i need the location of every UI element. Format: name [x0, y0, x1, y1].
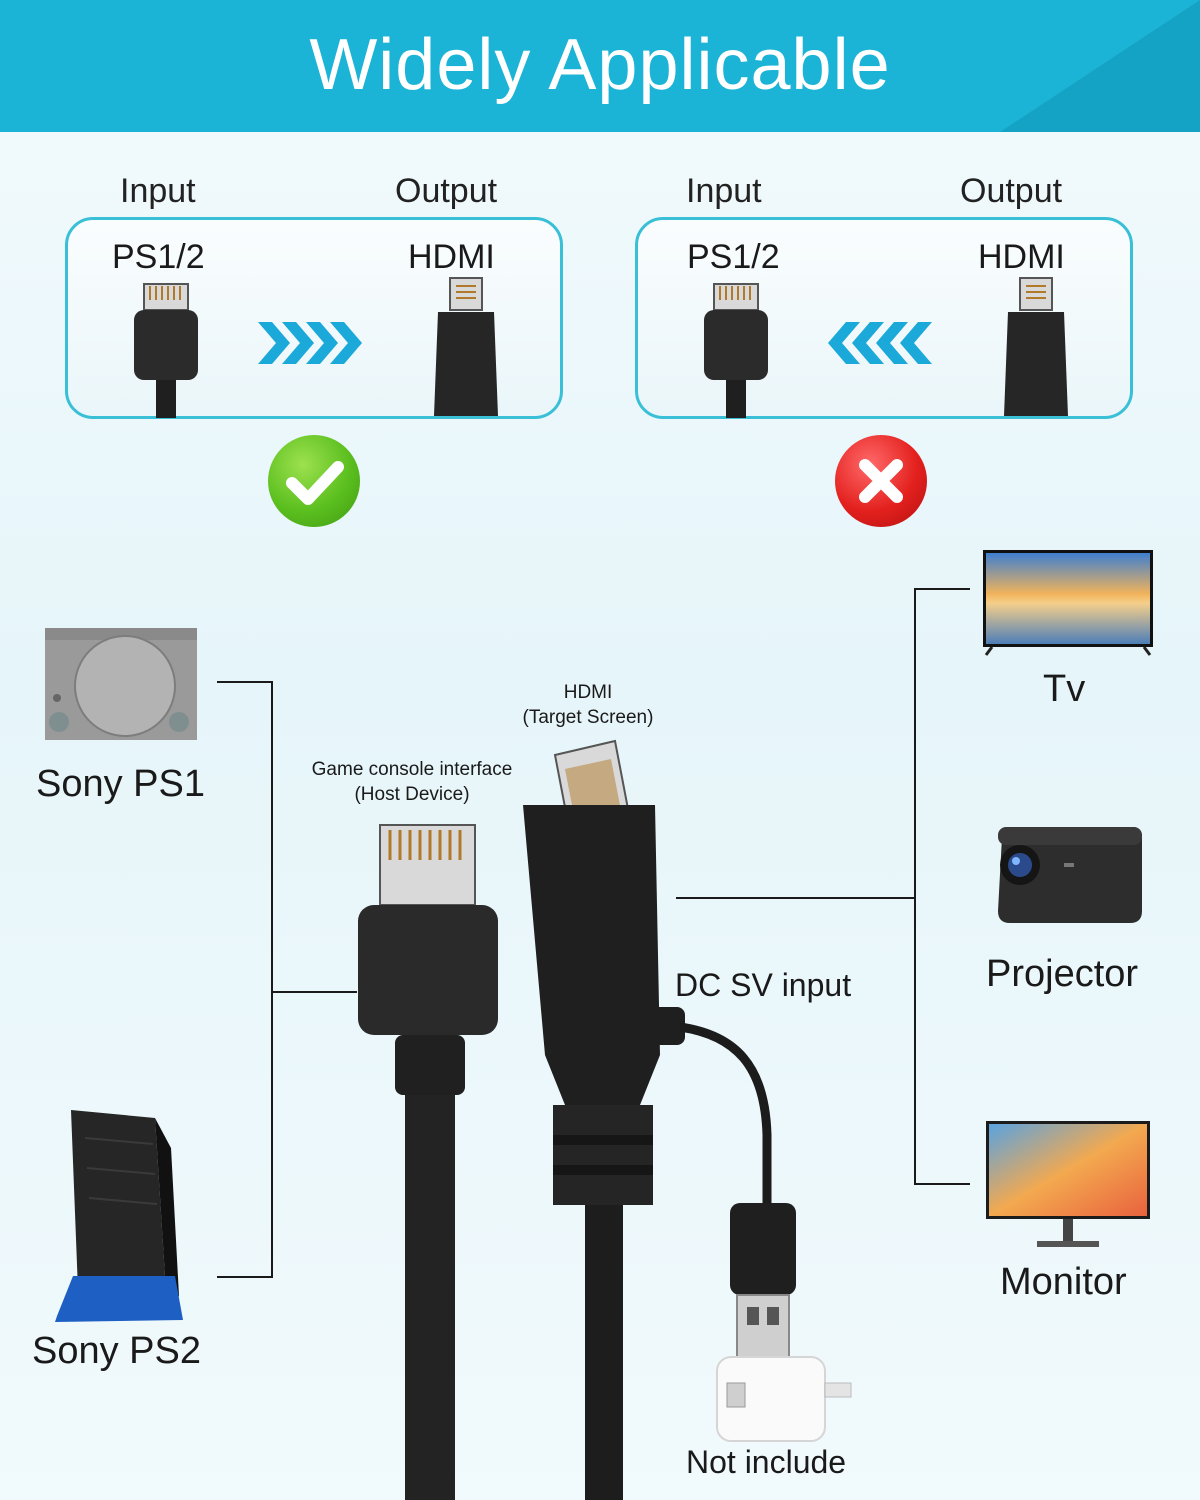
connector-line	[914, 588, 916, 1185]
monitor-icon	[986, 1121, 1150, 1247]
hdmi-connector-icon	[434, 277, 498, 416]
adapter-note: Not include	[686, 1444, 847, 1480]
console-interface-label: Game console interface (Host Device)	[296, 757, 528, 807]
panel-1-input-port: PS1/2	[112, 238, 205, 276]
supported-check-icon	[268, 435, 360, 527]
hdmi-sublabel-text: (Target Screen)	[522, 707, 654, 728]
projector-label: Projector	[986, 953, 1139, 995]
panel-1-output-port: HDMI	[408, 238, 495, 276]
panel-2-input-caption: Input	[686, 172, 762, 210]
ps-connector-icon	[704, 283, 768, 418]
bracket-line	[217, 681, 273, 683]
ps2-label: Sony PS2	[32, 1330, 201, 1372]
connector-line	[914, 588, 970, 590]
ps1-label: Sony PS1	[36, 763, 205, 805]
panel-2-box: PS1/2 HDMI	[635, 217, 1133, 419]
console-label-text: Game console interface	[311, 759, 513, 780]
panel-2-input-port: PS1/2	[687, 238, 780, 276]
panel-2-output-port: HDMI	[978, 238, 1065, 276]
hdmi-target-label: HDMI (Target Screen)	[488, 680, 688, 730]
direction-arrows-left-icon	[828, 322, 932, 364]
hdmi-connector-icon	[1004, 277, 1068, 416]
projector-icon	[998, 827, 1142, 923]
bracket-line	[271, 991, 357, 993]
console-sublabel-text: (Host Device)	[354, 784, 470, 805]
power-input-label: DC SV input	[675, 967, 852, 1003]
tv-label: Tv	[1043, 668, 1086, 710]
unsupported-cross-icon	[835, 435, 927, 527]
wall-adapter-icon	[716, 1356, 852, 1442]
direction-arrows-right-icon	[258, 322, 362, 364]
panel-2-output-caption: Output	[960, 172, 1063, 210]
connector-line	[676, 897, 916, 899]
header-banner: Widely Applicable	[0, 0, 1200, 132]
panel-1-box: PS1/2 HDMI	[65, 217, 563, 419]
bracket-line	[217, 1276, 273, 1278]
panel-1-output-caption: Output	[395, 172, 498, 210]
ps-connector-icon	[134, 283, 198, 418]
ps2-console-icon	[55, 1110, 183, 1322]
monitor-label: Monitor	[1000, 1261, 1127, 1303]
page-title: Widely Applicable	[309, 25, 891, 105]
tv-icon	[983, 550, 1153, 656]
hdmi-label-text: HDMI	[563, 682, 613, 703]
panel-1-input-caption: Input	[120, 172, 196, 210]
ps1-console-icon	[45, 628, 197, 740]
connector-line	[914, 1183, 970, 1185]
bracket-line	[271, 681, 273, 1278]
